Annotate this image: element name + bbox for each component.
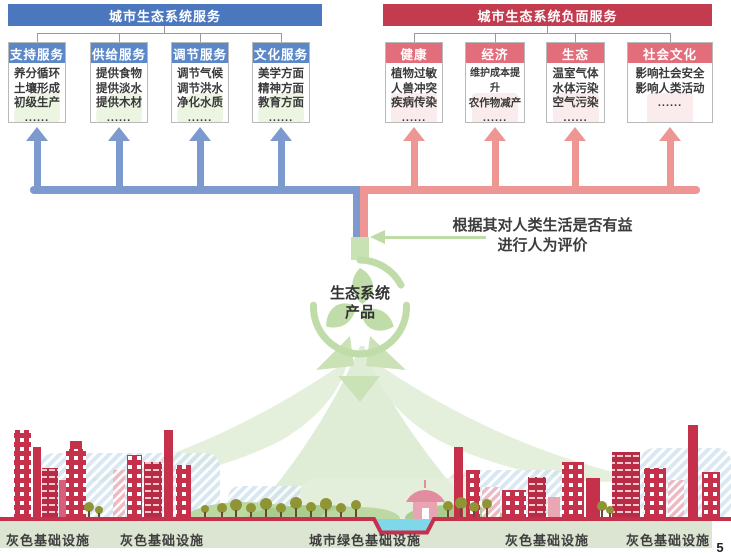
red-trunk-down bbox=[360, 192, 368, 237]
page-number: 5 bbox=[716, 540, 724, 555]
leaf-watermark bbox=[258, 93, 304, 122]
red-trunk-line bbox=[360, 186, 700, 194]
ground-line bbox=[0, 517, 731, 535]
figure-watermark bbox=[647, 93, 693, 122]
band-label-gray-4: 灰色基础设施 bbox=[625, 533, 710, 548]
category-box-provision: 供给服务 提供食物 提供淡水 提供木材 ...... bbox=[90, 42, 148, 123]
ecosystem-emblem-icon bbox=[310, 256, 410, 358]
up-arrow-red bbox=[659, 127, 681, 141]
up-arrow-red bbox=[403, 127, 425, 141]
category-box-culture: 文化服务 美学方面 精神方面 教育方面 ...... bbox=[252, 42, 310, 123]
label-band bbox=[0, 521, 712, 548]
category-label: 经济 bbox=[466, 43, 524, 63]
category-box-economy: 经济 维护成本提升 农作物减产 ...... bbox=[465, 42, 525, 123]
category-label: 健康 bbox=[386, 43, 442, 63]
figure-watermark bbox=[552, 93, 599, 122]
category-label: 生态 bbox=[547, 43, 604, 63]
band-label-gray-3: 灰色基础设施 bbox=[504, 533, 589, 548]
band-label-gray-2: 灰色基础设施 bbox=[119, 533, 204, 548]
city-skyline-illustration bbox=[0, 425, 731, 548]
trees bbox=[84, 497, 614, 519]
category-box-ecology: 生态 温室气体 水体污染 空气污染 ...... bbox=[546, 42, 605, 123]
water bbox=[375, 519, 433, 532]
ecosystem-product-label: 生态系统 产品 bbox=[329, 285, 390, 321]
category-label: 支持服务 bbox=[9, 43, 65, 63]
leaf-watermark bbox=[177, 93, 223, 122]
up-arrow-blue bbox=[108, 127, 130, 141]
band-label-gray-1: 灰色基础设施 bbox=[5, 533, 90, 548]
band-label-green: 城市绿色基础设施 bbox=[308, 533, 421, 548]
evaluation-note: 根据其对人类生活是否有益 进行人为评价 bbox=[452, 217, 633, 254]
connector-right-stub bbox=[547, 26, 548, 33]
blue-trunk-line bbox=[30, 186, 360, 194]
up-arrow-blue bbox=[189, 127, 211, 141]
leaf-watermark bbox=[14, 93, 60, 122]
category-label: 文化服务 bbox=[253, 43, 309, 63]
category-label: 社会文化 bbox=[628, 43, 712, 63]
connector-right-hline bbox=[414, 33, 670, 34]
up-arrow-blue bbox=[270, 127, 292, 141]
category-box-regulation: 调节服务 调节气候 调节洪水 净化水质 ...... bbox=[171, 42, 229, 123]
leaf-watermark bbox=[96, 93, 142, 122]
right-panel-title: 城市生态系统负面服务 bbox=[383, 4, 712, 26]
blue-trunk-down bbox=[352, 192, 360, 237]
category-box-support: 支持服务 养分循环 土壤形成 初级生产 ...... bbox=[8, 42, 66, 123]
connector-left-hline bbox=[37, 33, 281, 34]
category-label: 供给服务 bbox=[91, 43, 147, 63]
faint-tree-graphic bbox=[88, 336, 638, 518]
figure-watermark bbox=[391, 93, 437, 122]
note-arrow-line bbox=[384, 236, 486, 239]
note-arrow-head bbox=[370, 230, 385, 244]
connector-left-stub bbox=[164, 26, 165, 33]
green-stem bbox=[351, 237, 369, 260]
up-arrow-blue bbox=[26, 127, 48, 141]
figure-watermark bbox=[472, 93, 518, 122]
left-panel-title: 城市生态系统服务 bbox=[8, 4, 322, 26]
category-box-socioculture: 社会文化 影响社会安全 影响人类活动 ...... bbox=[627, 42, 713, 123]
category-label: 调节服务 bbox=[172, 43, 228, 63]
up-arrow-red bbox=[484, 127, 506, 141]
up-arrow-red bbox=[564, 127, 586, 141]
category-box-health: 健康 植物过敏 人兽冲突 疾病传染 ...... bbox=[385, 42, 443, 123]
pavilion bbox=[406, 480, 445, 519]
